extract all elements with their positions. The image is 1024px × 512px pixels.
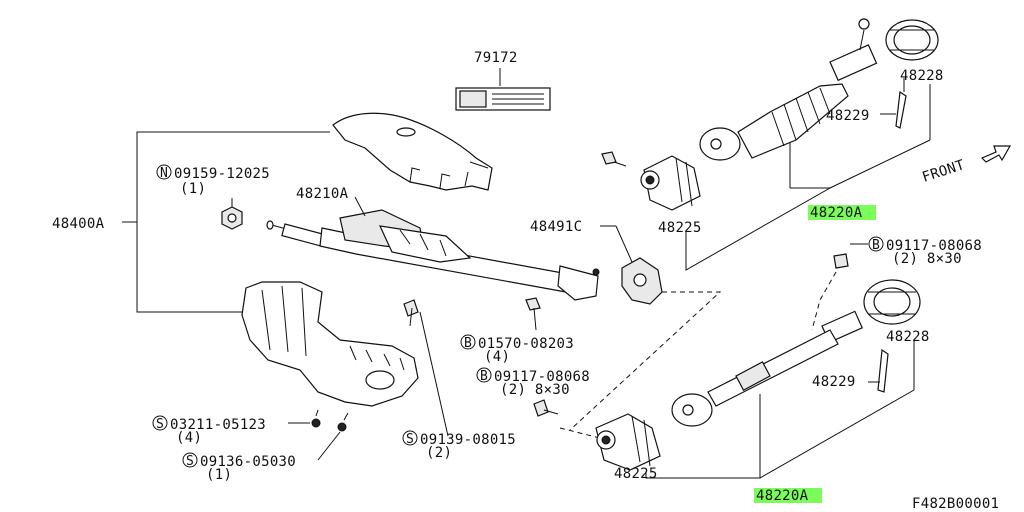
label-09117-08068-mid: 09117-08068 bbox=[494, 369, 590, 385]
front-direction-indicator: FRONT bbox=[920, 145, 1012, 186]
svg-text:B: B bbox=[872, 238, 880, 253]
qty-09139-08015: (2) bbox=[426, 445, 452, 461]
label-48229-top: 48229 bbox=[826, 108, 870, 124]
label-plate-79172: 79172 bbox=[455, 50, 551, 111]
highlight-48220A-bottom bbox=[754, 488, 822, 503]
label-01570-08203: 01570-08203 bbox=[478, 336, 574, 352]
front-arrow-icon bbox=[980, 145, 1012, 163]
qty-09117-08068-mid: (2) 8×30 bbox=[500, 382, 570, 398]
lower-column-cover bbox=[241, 281, 419, 407]
svg-text:N: N bbox=[160, 166, 168, 181]
screw-09136-05030: S 09136-05030 (1) bbox=[182, 412, 349, 483]
nut-09159-12025: N 09159-12025 (1) bbox=[156, 164, 270, 230]
label-09159-12025: 09159-12025 bbox=[174, 166, 270, 182]
qty-03211-05123: (4) bbox=[176, 430, 202, 446]
screw-03211-05123: S 03211-05123 (4) bbox=[152, 409, 321, 446]
label-48225-bottom: 48225 bbox=[614, 466, 658, 482]
label-48220A-bottom: 48220A bbox=[756, 488, 809, 504]
qty-09136-05030: (1) bbox=[206, 467, 232, 483]
figure-code: F482B00001 bbox=[912, 496, 999, 512]
svg-text:S: S bbox=[186, 454, 194, 469]
column-assembly-group: 48400A 48210A N 09159-12025 (1 bbox=[52, 112, 600, 483]
label-03211-05123: 03211-05123 bbox=[170, 417, 266, 433]
qty-01570-08203: (4) bbox=[484, 349, 510, 365]
steering-column-shaft bbox=[266, 196, 600, 301]
highlight-48220A-top bbox=[808, 205, 876, 220]
svg-text:S: S bbox=[156, 417, 164, 432]
label-48229-bottom: 48229 bbox=[812, 374, 856, 390]
gasket-48491C: 48491C bbox=[530, 219, 722, 431]
bolt-09117-08068-mid: B 09117-08068 (2) 8×30 bbox=[476, 367, 601, 439]
label-48210A: 48210A bbox=[296, 186, 349, 202]
label-48228-top: 48228 bbox=[900, 68, 944, 84]
label-48225-top: 48225 bbox=[658, 220, 702, 236]
qty-09117-08068-right: (2) 8×30 bbox=[892, 251, 962, 267]
svg-text:B: B bbox=[480, 369, 488, 384]
label-79172: 79172 bbox=[474, 50, 518, 66]
label-09136-05030: 09136-05030 bbox=[200, 454, 296, 470]
qty-09159-12025: (1) bbox=[180, 181, 206, 197]
label-48400A: 48400A bbox=[52, 216, 105, 232]
label-48491C: 48491C bbox=[530, 219, 582, 235]
bolt-09139-08015: S 09139-08015 (2) bbox=[402, 299, 516, 461]
upper-column-cover bbox=[332, 112, 493, 191]
label-48220A-top: 48220A bbox=[810, 205, 863, 221]
svg-text:S: S bbox=[406, 432, 414, 447]
label-09139-08015: 09139-08015 bbox=[420, 432, 516, 448]
universal-joint-48220A-bottom: B 09117-08068 (2) 8×30 bbox=[595, 236, 982, 479]
label-front: FRONT bbox=[920, 157, 967, 186]
universal-joint-48220A-top bbox=[601, 18, 939, 271]
label-09117-08068-right: 09117-08068 bbox=[886, 238, 982, 254]
label-48228-bottom: 48228 bbox=[886, 329, 930, 345]
svg-text:B: B bbox=[464, 336, 472, 351]
bolt-01570-08203: B 01570-08203 (4) bbox=[460, 297, 574, 365]
